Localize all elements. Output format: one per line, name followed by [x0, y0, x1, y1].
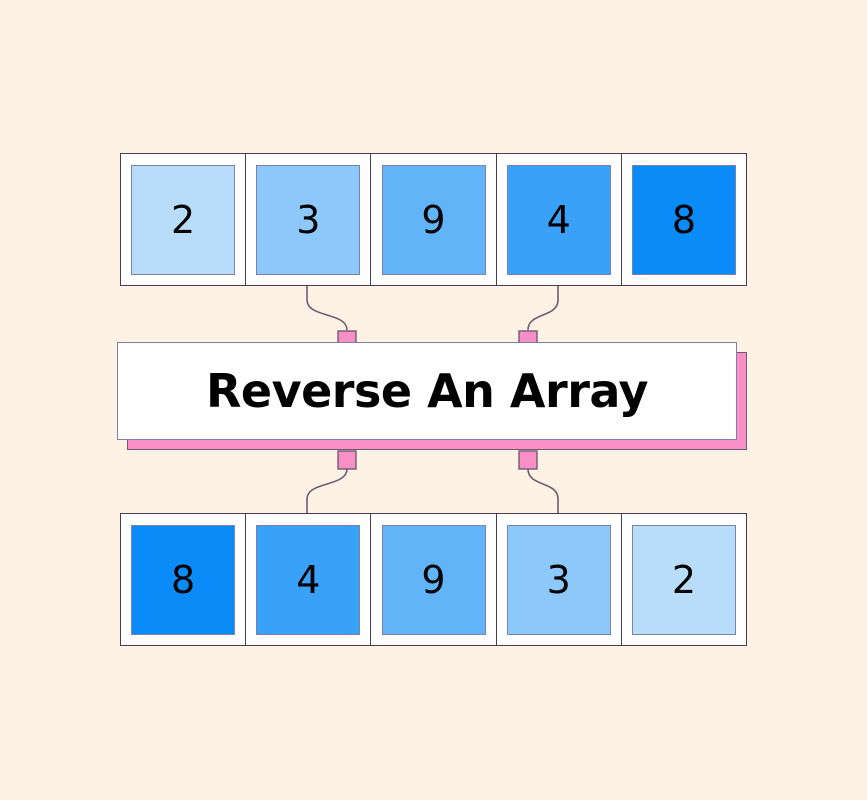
banner-card: Reverse An Array — [117, 342, 737, 440]
connector-top-right — [527, 286, 559, 331]
connector-bottom-left — [306, 468, 348, 513]
array-cell-swatch: 2 — [131, 164, 236, 275]
array-cell[interactable]: 3 — [495, 513, 622, 646]
output-array-row: 8 4 9 3 2 — [120, 513, 748, 646]
array-cell-swatch: 9 — [381, 524, 486, 635]
array-cell-swatch: 2 — [631, 524, 736, 635]
array-cell-swatch: 3 — [506, 524, 611, 635]
array-cell-swatch: 4 — [506, 164, 611, 275]
array-cell-swatch: 3 — [256, 164, 361, 275]
connector-tab-bottom-right — [518, 450, 538, 470]
array-cell[interactable]: 8 — [120, 513, 247, 646]
array-cell[interactable]: 2 — [120, 153, 247, 286]
array-cell[interactable]: 9 — [370, 513, 497, 646]
banner-title: Reverse An Array — [205, 364, 649, 418]
array-cell[interactable]: 2 — [620, 513, 748, 646]
connector-bottom-right — [527, 468, 559, 513]
array-cell-swatch: 8 — [631, 164, 736, 275]
array-cell[interactable]: 8 — [620, 153, 748, 286]
connector-tab-bottom-left — [337, 450, 357, 470]
array-cell[interactable]: 9 — [370, 153, 497, 286]
array-cell[interactable]: 4 — [245, 513, 372, 646]
array-cell[interactable]: 3 — [245, 153, 372, 286]
array-cell-swatch: 8 — [131, 524, 236, 635]
array-cell[interactable]: 4 — [495, 153, 622, 286]
connector-top-left — [306, 286, 348, 331]
array-cell-swatch: 9 — [381, 164, 486, 275]
input-array-row: 2 3 9 4 8 — [120, 153, 748, 286]
array-cell-swatch: 4 — [256, 524, 361, 635]
